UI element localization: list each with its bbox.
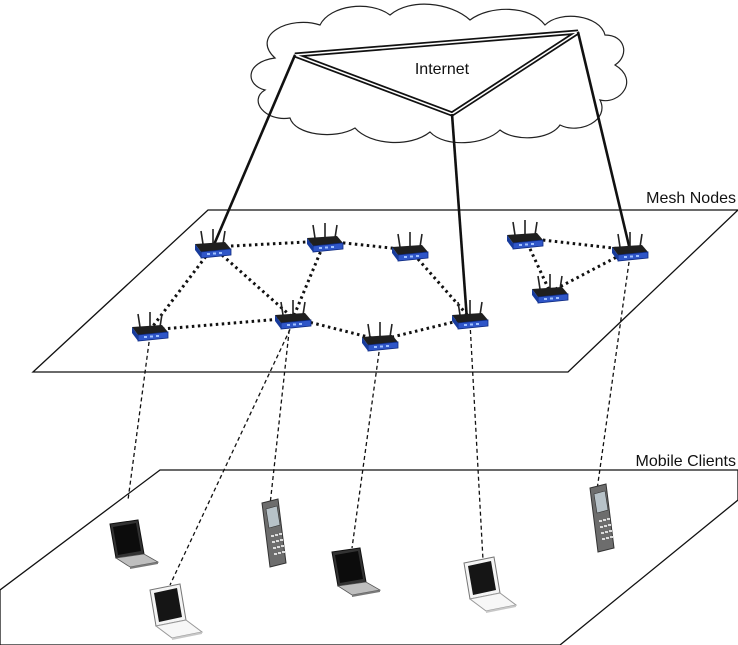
wireless-router-icon (274, 299, 312, 330)
mobile-phone-icon (589, 483, 615, 553)
client-link (127, 334, 151, 501)
laptop-icon (149, 583, 203, 641)
wireless-router-icon (361, 321, 399, 352)
uplink-line (211, 54, 297, 248)
mesh-link (291, 240, 327, 319)
mesh-nodes-label: Mesh Nodes (646, 190, 736, 207)
wireless-router-icon (506, 219, 544, 250)
mobile-clients-label: Mobile Clients (636, 453, 736, 470)
mesh-nodes-plane (31, 209, 738, 373)
wireless-router-icon (306, 222, 344, 253)
internet-uplinks (211, 31, 632, 321)
laptop-icon (463, 556, 517, 614)
internet-backbone (294, 29, 580, 117)
mesh-link (148, 246, 215, 331)
wireless-router-icon (131, 311, 169, 342)
client-link (351, 344, 381, 549)
mesh-link (408, 249, 472, 319)
client-link (169, 322, 294, 586)
uplink-line (450, 113, 469, 321)
wireless-router-icon (194, 228, 232, 259)
client-link (269, 322, 291, 506)
client-links (127, 254, 631, 586)
cloud-icon (250, 3, 628, 144)
mesh-link (212, 239, 326, 249)
mesh-link (149, 316, 294, 332)
laptop-icon (109, 519, 159, 570)
wireless-router-icon (531, 273, 569, 304)
mobile-phone-icon (261, 498, 287, 568)
laptop-icon (331, 547, 381, 598)
mobile-client-devices (109, 483, 615, 641)
client-link (596, 254, 631, 491)
internet-label: Internet (415, 61, 470, 78)
mesh-routers (131, 219, 649, 352)
client-link (469, 322, 484, 561)
mesh-link (523, 237, 552, 293)
wireless-router-icon (391, 231, 429, 262)
mesh-link (212, 245, 294, 320)
mobile-clients-plane (0, 469, 738, 645)
internet-cloud: Internet (250, 3, 628, 144)
wireless-router-icon (611, 231, 649, 262)
uplink-line (576, 31, 632, 251)
